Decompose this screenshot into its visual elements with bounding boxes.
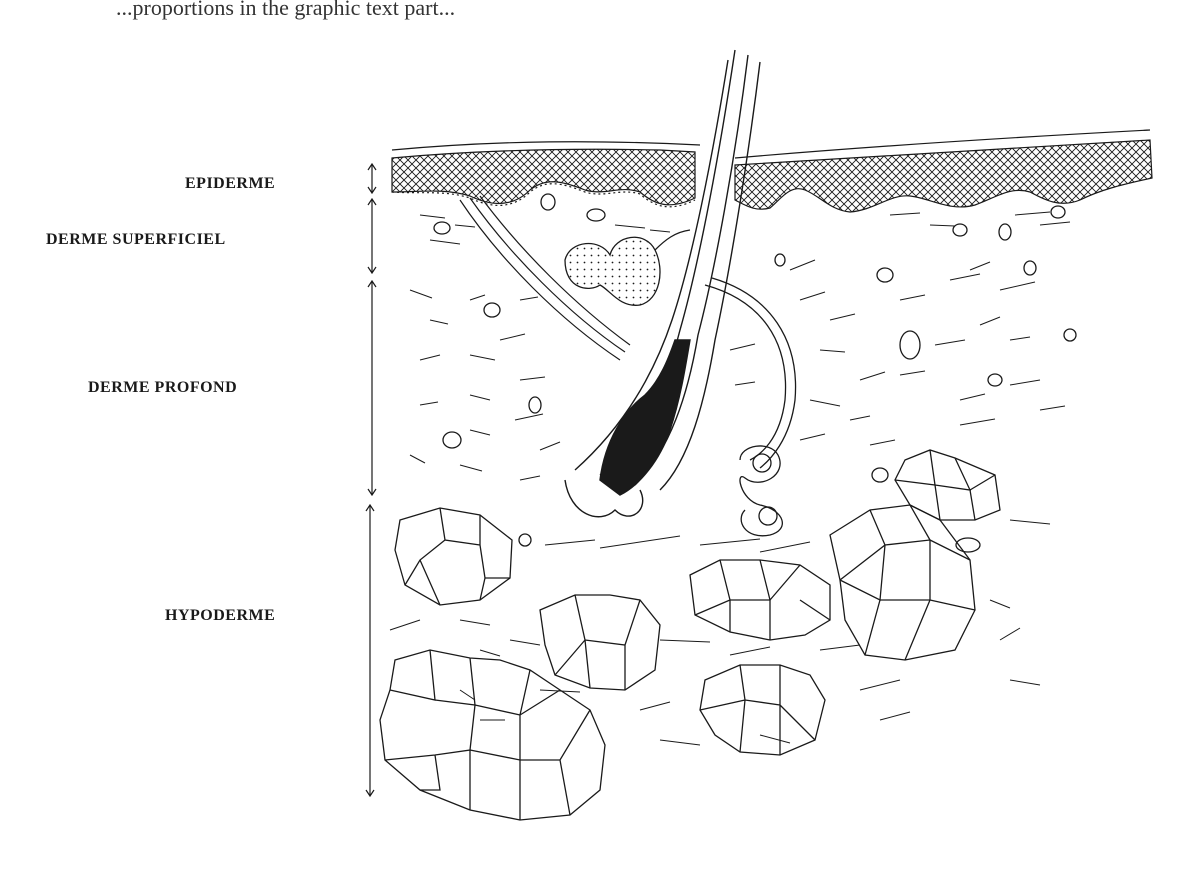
label-derme-superficiel: DERME SUPERFICIEL (46, 231, 226, 248)
fat-cluster-4 (690, 560, 830, 640)
fat-cluster-2 (540, 595, 660, 690)
hypodermis-fat-lobules (380, 450, 1000, 820)
label-epiderme: EPIDERME (185, 175, 275, 192)
sweat-gland (705, 278, 796, 536)
label-hypoderme: HYPODERME (165, 607, 275, 624)
dermis-fibers (390, 212, 1070, 745)
fat-cluster-3 (380, 650, 605, 820)
sebaceous-gland (565, 230, 690, 305)
bracket-derme-profond (368, 281, 376, 495)
bracket-derme-superficiel (368, 199, 376, 273)
dermis-vessels (434, 194, 1076, 552)
label-derme-profond: DERME PROFOND (88, 379, 237, 396)
fat-cluster-1 (395, 508, 512, 605)
layer-brackets (366, 164, 376, 796)
fat-cluster-6 (830, 450, 1000, 660)
epidermis-layer (392, 130, 1152, 212)
bracket-hypoderme (366, 505, 374, 796)
fat-cluster-5 (700, 665, 825, 755)
bracket-epiderme (368, 164, 376, 193)
